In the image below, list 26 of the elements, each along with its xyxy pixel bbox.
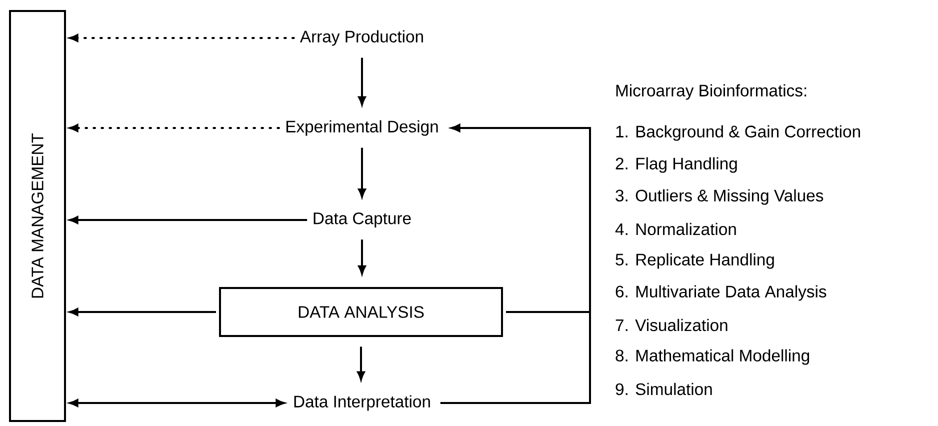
arrow xyxy=(357,346,365,380)
list-item: 8. Mathematical Modelling xyxy=(616,349,810,365)
list-item: 6. Multivariate Data Analysis xyxy=(616,285,826,301)
arrow xyxy=(69,216,308,224)
step-label: Data Interpretation xyxy=(294,395,430,411)
list-item: 7. Visualization xyxy=(616,318,728,332)
list-item: 3. Outliers & Missing Values xyxy=(616,189,824,205)
list-item: 1. Background & Gain Correction xyxy=(616,125,860,141)
list-item: 2. Flag Handling xyxy=(616,157,737,173)
arrow xyxy=(358,240,366,274)
arrow xyxy=(358,58,366,106)
arrow xyxy=(69,34,295,42)
step-label: Array Production xyxy=(300,30,423,46)
arrow xyxy=(69,399,285,407)
step-label: Data Capture xyxy=(314,212,411,228)
process-box: DATA ANALYSIS xyxy=(219,287,503,337)
list-item: 9. Simulation xyxy=(616,382,712,396)
list-item: 4. Normalization xyxy=(615,222,736,236)
list-item: 5. Replicate Handling xyxy=(616,253,774,269)
arrow xyxy=(69,308,216,316)
arrow xyxy=(358,148,366,198)
list-heading: Microarray Bioinformatics: xyxy=(616,84,806,100)
arrow xyxy=(69,124,280,132)
step-label: Experimental Design xyxy=(286,120,438,136)
arrow xyxy=(440,124,591,404)
management-box: DATA MANAGEMENT xyxy=(9,10,66,422)
